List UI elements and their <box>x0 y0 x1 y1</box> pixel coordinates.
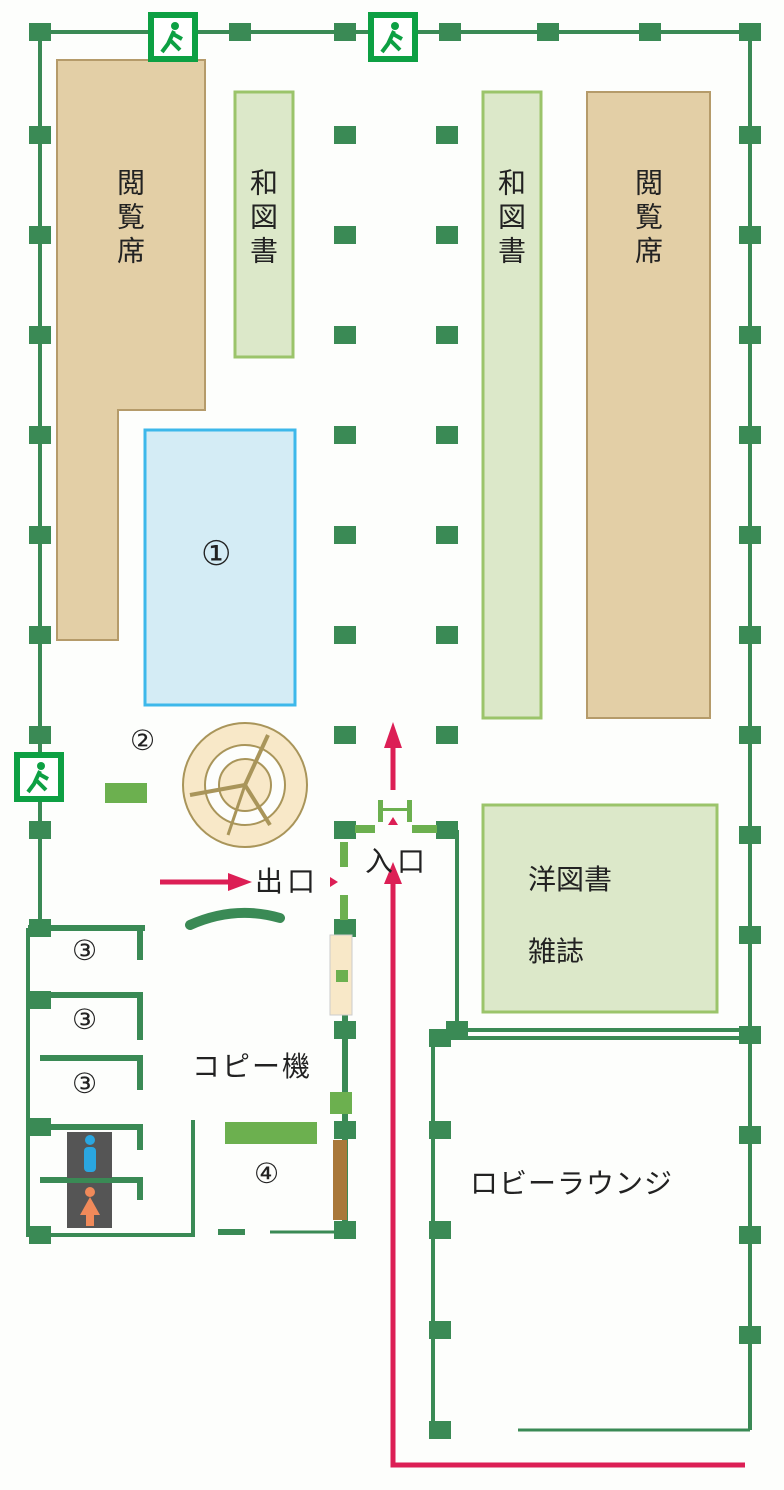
pillar <box>446 1021 468 1039</box>
pillar <box>429 1121 451 1139</box>
copier-label: コピー機 <box>192 1050 313 1083</box>
pillar <box>739 1226 761 1244</box>
desk-marker <box>336 970 348 982</box>
emergency-exit-icon <box>368 12 418 62</box>
pillar <box>29 526 51 544</box>
area-3a-label: ③ <box>72 934 98 967</box>
area-4-label: ④ <box>254 1157 280 1190</box>
pillar <box>29 126 51 144</box>
exit-counter <box>185 907 285 930</box>
area-1-label: ① <box>201 534 232 574</box>
lobby-lounge-label: ロビーラウンジ <box>470 1167 674 1200</box>
pillar <box>739 526 761 544</box>
area-3b-label: ③ <box>72 1003 98 1036</box>
restroom-male <box>67 1132 112 1178</box>
pillar <box>429 1321 451 1339</box>
green-benches <box>105 783 352 1144</box>
area-2-label: ② <box>130 724 156 757</box>
pillar <box>436 526 458 544</box>
exit-label: 出口 <box>255 865 320 898</box>
restroom-female <box>67 1183 112 1228</box>
round-seating <box>182 722 308 848</box>
area-1-box <box>143 428 297 707</box>
pillar <box>334 626 356 644</box>
pillar <box>439 23 461 41</box>
pillar <box>739 926 761 944</box>
pillar <box>429 1221 451 1239</box>
pillar <box>436 726 458 744</box>
pillar <box>429 1029 451 1047</box>
pillar <box>436 821 458 839</box>
pillar <box>639 23 661 41</box>
pillar <box>436 426 458 444</box>
pillar <box>739 23 761 41</box>
pillar <box>739 626 761 644</box>
entrance-label: 入口 <box>365 845 430 878</box>
pillar <box>739 126 761 144</box>
pillar <box>29 226 51 244</box>
area-3c-label: ③ <box>72 1067 98 1100</box>
pillar <box>29 426 51 444</box>
pillar <box>29 726 51 744</box>
emergency-exit-icon <box>14 752 64 802</box>
pillar <box>537 23 559 41</box>
pillar <box>739 1126 761 1144</box>
pillar <box>334 1221 356 1239</box>
japanese-books-shelf-right <box>481 90 543 720</box>
route-arrows <box>160 722 745 1468</box>
pillar <box>739 1026 761 1044</box>
pillar <box>739 826 761 844</box>
pillar <box>229 23 251 41</box>
pillar <box>334 919 356 937</box>
pillar <box>334 226 356 244</box>
entrance-gates <box>340 800 437 920</box>
magazines-label: 雑誌 <box>528 935 585 968</box>
reading-seats-left <box>56 59 206 641</box>
pillar <box>334 1121 356 1139</box>
pillar <box>29 23 51 41</box>
pillar <box>436 126 458 144</box>
pillar <box>334 726 356 744</box>
pillar <box>436 226 458 244</box>
japanese-books-shelf-left <box>233 90 295 359</box>
emergency-exit-icon <box>148 12 198 62</box>
pillar <box>29 1226 51 1244</box>
japanese-books-right-label: 和図書 <box>494 168 527 270</box>
emergency-exit-signs <box>14 12 418 802</box>
reading-seats-right <box>586 91 711 719</box>
pillar <box>29 821 51 839</box>
pillar <box>29 919 51 937</box>
pillar <box>429 1421 451 1439</box>
pillar <box>29 326 51 344</box>
door-panel <box>333 1140 347 1220</box>
reading-seats-right-label: 閲覧席 <box>631 168 664 270</box>
pillar <box>739 726 761 744</box>
pillar <box>334 526 356 544</box>
western-books-label: 洋図書 <box>528 863 613 896</box>
western-books-area <box>481 803 719 1014</box>
pillar <box>739 226 761 244</box>
pillar <box>334 23 356 41</box>
pillar <box>739 1326 761 1344</box>
pillar <box>29 1118 51 1136</box>
pillar <box>739 326 761 344</box>
pillar <box>436 326 458 344</box>
pillar <box>334 326 356 344</box>
japanese-books-left-label: 和図書 <box>246 168 279 270</box>
pillars <box>29 23 761 1439</box>
pillar <box>334 821 356 839</box>
pillar <box>334 126 356 144</box>
pillar <box>334 426 356 444</box>
pillar <box>29 626 51 644</box>
pillar <box>739 426 761 444</box>
pillar <box>29 991 51 1009</box>
pillar <box>334 1021 356 1039</box>
pillar <box>436 626 458 644</box>
reading-seats-left-label: 閲覧席 <box>113 168 146 270</box>
